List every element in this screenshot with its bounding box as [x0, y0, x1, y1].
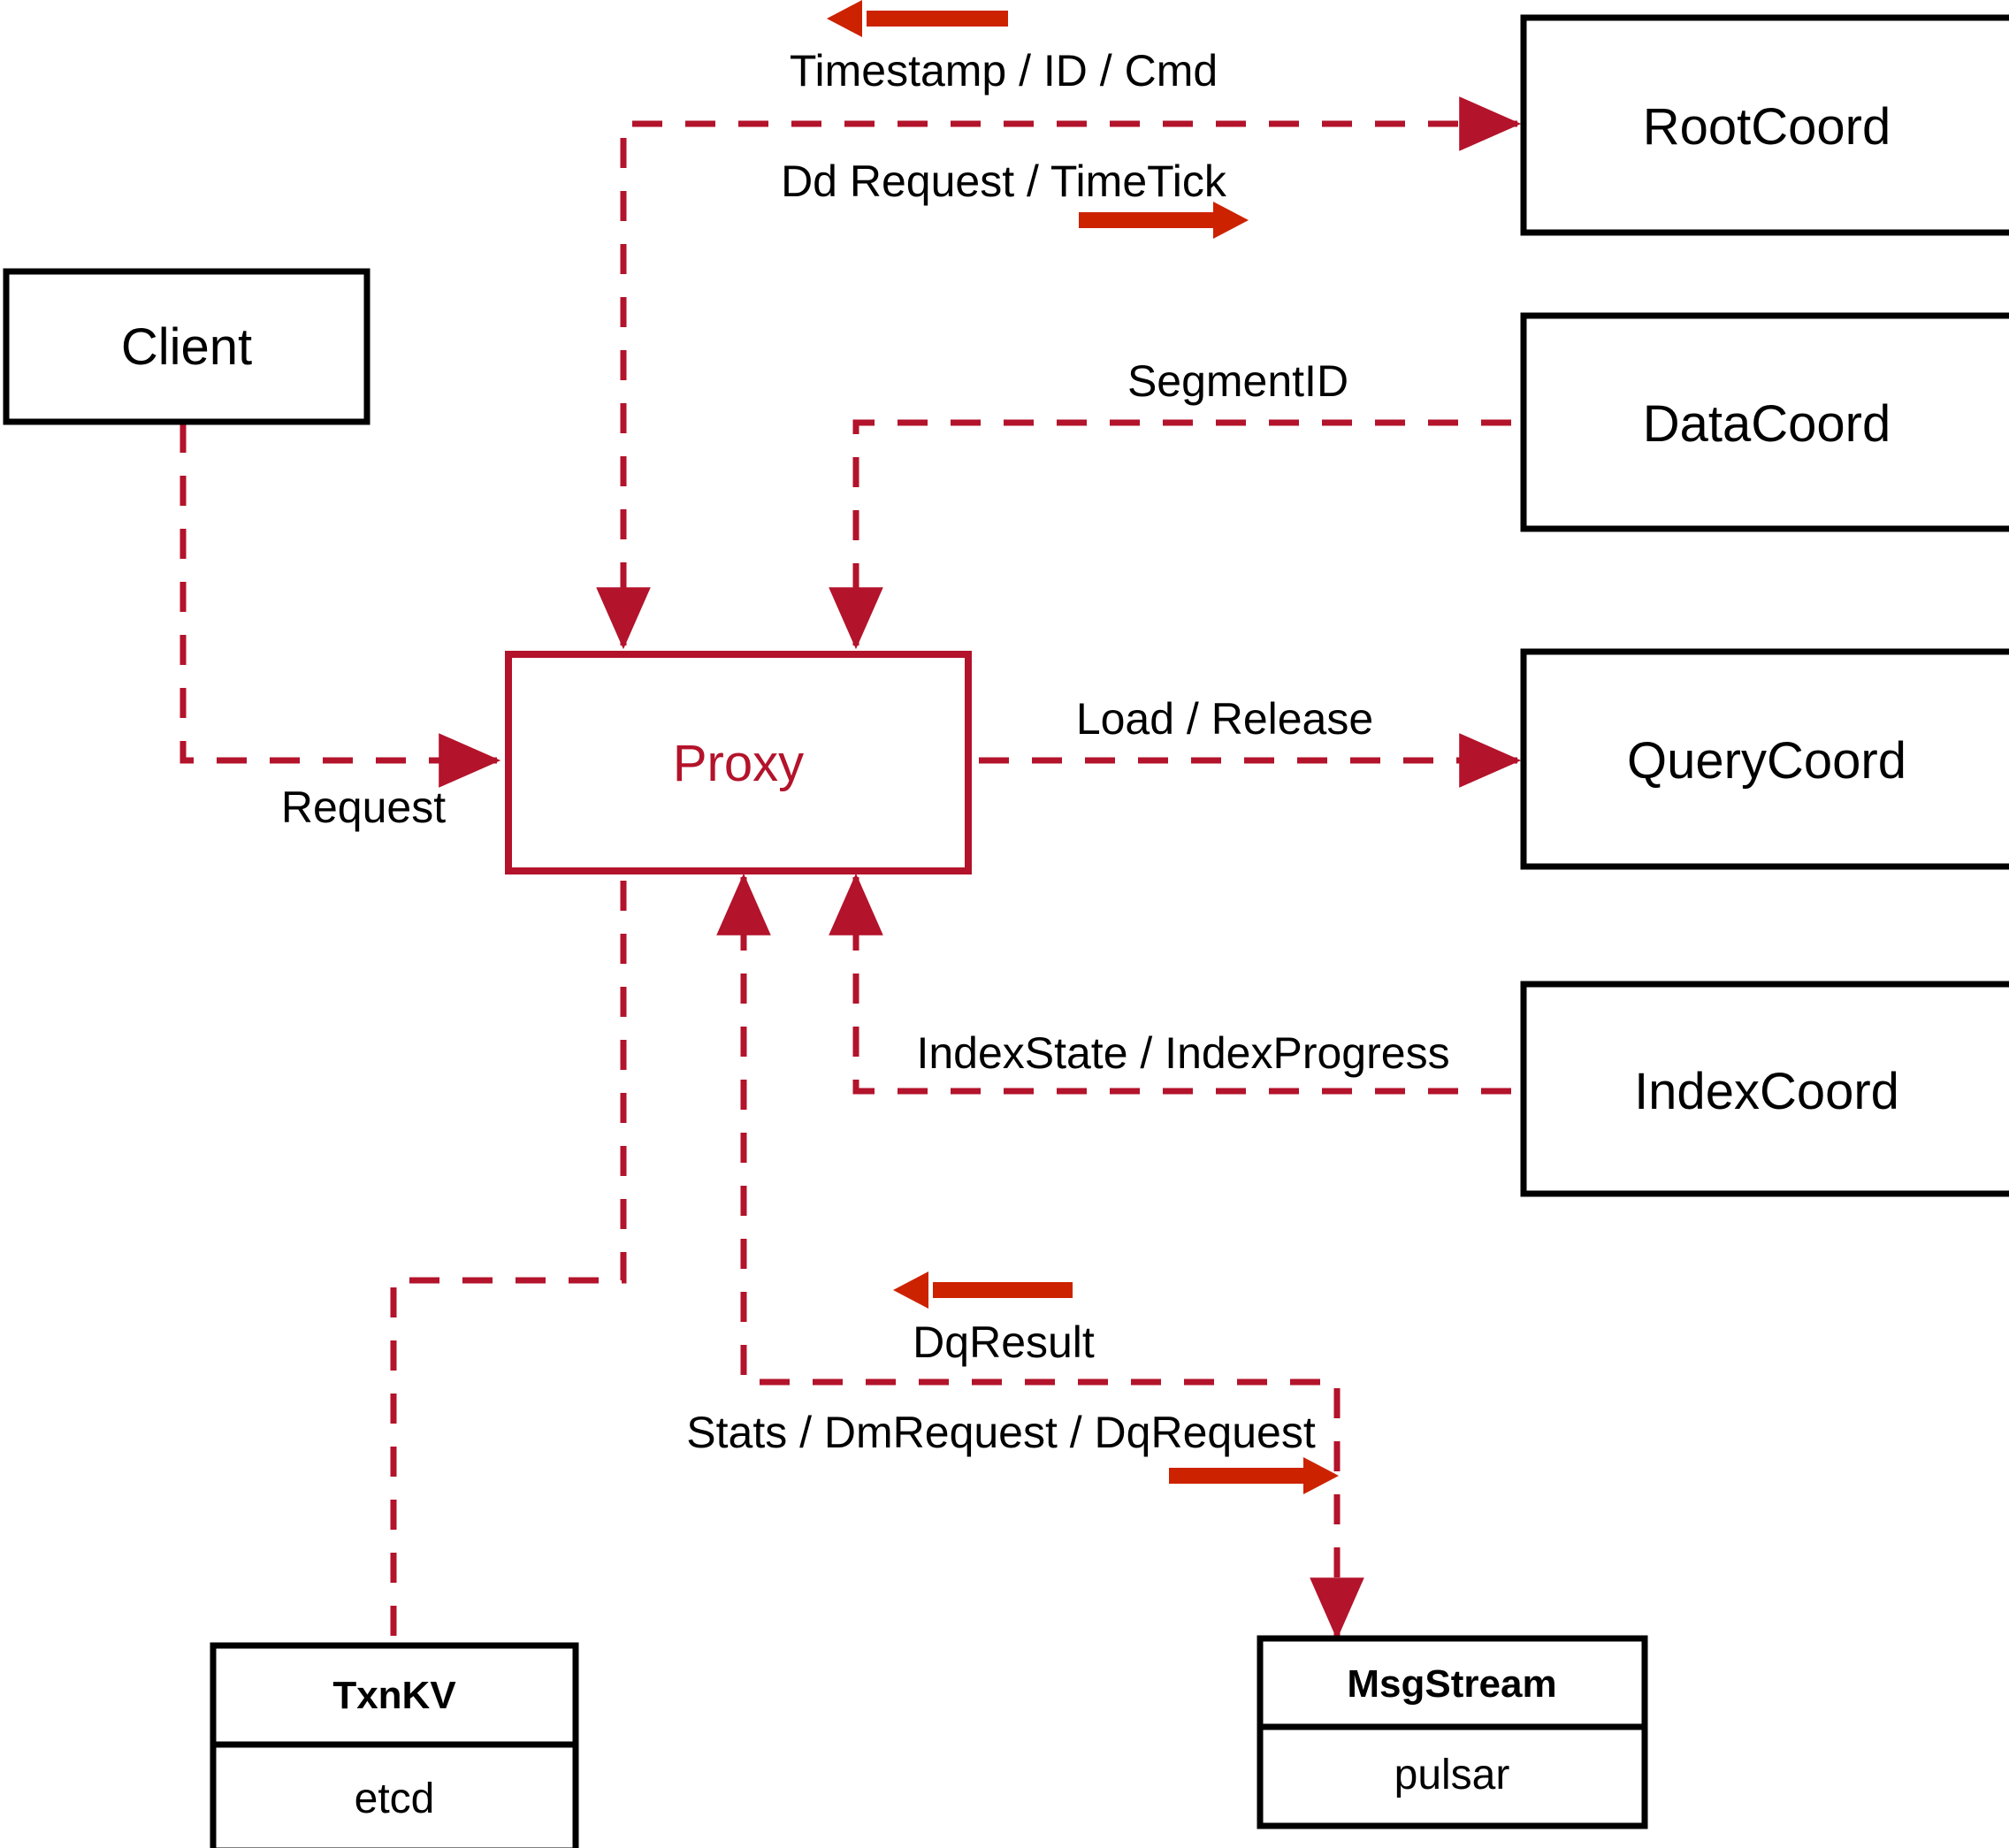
node-indexcoord[interactable]: IndexCoord [1520, 981, 2009, 1197]
edge-label-proxy-to-querycoord: Load / Release [1076, 694, 1373, 744]
node-msgstream-header: MsgStream [1347, 1662, 1556, 1706]
node-txnkv[interactable]: TxnKV etcd [210, 1642, 579, 1848]
node-proxy-box[interactable] [505, 651, 972, 874]
node-txnkv-body: etcd [355, 1775, 435, 1822]
edge-proxy-to-rootcoord [620, 120, 1511, 640]
edge-label-rootcoord-to-proxy: Timestamp / ID / Cmd [790, 46, 1218, 95]
dqresult-direction-arrow-icon [893, 1271, 1073, 1309]
node-client[interactable]: Client [3, 268, 370, 425]
node-rootcoord[interactable]: RootCoord [1520, 14, 2009, 236]
node-txnkv-header: TxnKV [332, 1674, 456, 1717]
edge-label-msgstream-to-proxy: DqResult [913, 1317, 1095, 1367]
node-indexcoord-box[interactable] [1520, 981, 2009, 1197]
edge-indexcoord-to-proxy [852, 884, 1511, 1095]
edge-label-indexcoord-to-proxy: IndexState / IndexProgress [916, 1028, 1449, 1078]
edge-msgstream-proxy-pair [740, 884, 1341, 1630]
node-indexcoord-label: IndexCoord [1634, 1063, 1899, 1120]
edge-client-to-proxy [180, 423, 495, 764]
node-rootcoord-label: RootCoord [1643, 98, 1891, 156]
node-client-box[interactable] [3, 268, 370, 425]
node-datacoord[interactable]: DataCoord [1520, 312, 2009, 532]
edge-datacoord-to-proxy [852, 419, 1511, 640]
node-rootcoord-box[interactable] [1520, 14, 2009, 236]
edge-label-datacoord-to-proxy: SegmentID [1127, 356, 1348, 406]
edge-label-proxy-to-msgstream: Stats / DmRequest / DqRequest [686, 1408, 1316, 1457]
timestamp-direction-arrow-icon [827, 0, 1008, 37]
node-datacoord-label: DataCoord [1643, 395, 1891, 453]
edge-label-proxy-to-rootcoord: Dd Request / TimeTick [781, 157, 1227, 206]
edge-layer [180, 120, 1511, 1638]
node-querycoord-label: QueryCoord [1627, 732, 1906, 790]
node-msgstream-box[interactable] [1257, 1635, 1648, 1829]
arrowhead-layer [439, 96, 1522, 1640]
edge-proxy-to-txnkv [390, 881, 627, 1638]
node-querycoord-box[interactable] [1520, 648, 2009, 870]
node-querycoord[interactable]: QueryCoord [1520, 648, 2009, 870]
node-msgstream-body: pulsar [1394, 1752, 1510, 1798]
edge-label-client-to-proxy: Request [281, 783, 446, 832]
dd-request-direction-arrow-icon [1079, 202, 1249, 239]
direction-arrow-layer [827, 0, 1339, 1494]
edge-label-layer: Timestamp / ID / Cmd Dd Request / TimeTi… [281, 46, 1450, 1457]
dqrequest-direction-arrow-icon [1169, 1457, 1339, 1494]
node-datacoord-box[interactable] [1520, 312, 2009, 532]
node-client-label: Client [121, 318, 252, 376]
node-proxy-label: Proxy [673, 735, 804, 792]
node-msgstream[interactable]: MsgStream pulsar [1257, 1635, 1648, 1829]
node-proxy[interactable]: Proxy [505, 651, 972, 874]
